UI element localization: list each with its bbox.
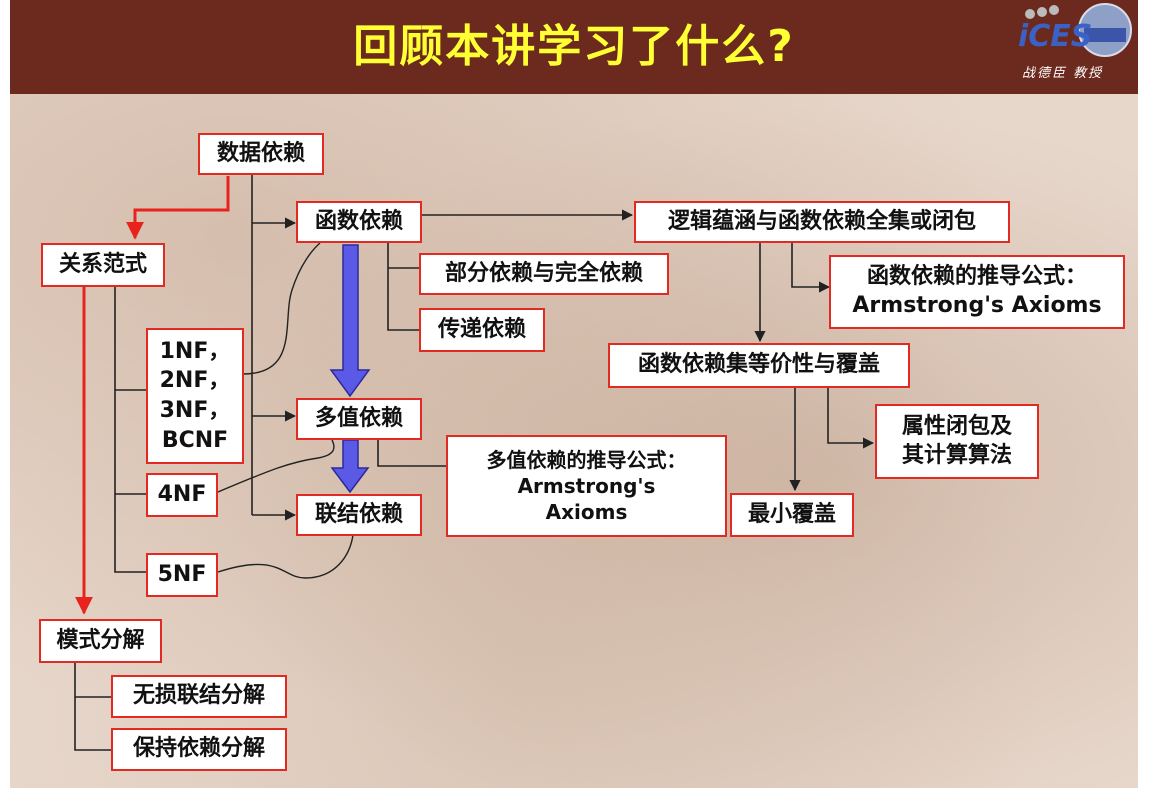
slide-background: 回顾本讲学习了什么? iCES 战德臣 教授 bbox=[10, 0, 1138, 788]
node-data-dependency: 数据依赖 bbox=[198, 133, 324, 175]
node-join-dependency: 联结依赖 bbox=[296, 494, 422, 536]
node-logical-implication: 逻辑蕴涵与函数依赖全集或闭包 bbox=[634, 201, 1010, 243]
node-attribute-closure: 属性闭包及 其计算算法 bbox=[875, 404, 1039, 479]
node-dependency-preserving-decomposition: 保持依赖分解 bbox=[111, 728, 287, 771]
node-minimal-cover: 最小覆盖 bbox=[730, 493, 854, 537]
association-curve bbox=[217, 439, 335, 493]
node-functional-dependency: 函数依赖 bbox=[296, 201, 422, 243]
node-relational-normal-forms: 关系范式 bbox=[41, 243, 165, 287]
node-multivalued-dependency: 多值依赖 bbox=[296, 398, 422, 440]
node-partial-full-dependency: 部分依赖与完全依赖 bbox=[419, 253, 669, 295]
header-bar: 回顾本讲学习了什么? iCES 战德臣 教授 bbox=[10, 0, 1138, 94]
node-5nf: 5NF bbox=[146, 553, 218, 597]
blue-block-arrow bbox=[329, 244, 371, 398]
connector-line bbox=[827, 388, 875, 449]
node-schema-decomposition: 模式分解 bbox=[39, 619, 162, 663]
connector-line bbox=[114, 287, 146, 573]
blue-block-arrow bbox=[330, 439, 370, 494]
association-curve bbox=[242, 242, 321, 375]
svg-text:iCES: iCES bbox=[1018, 19, 1092, 54]
connector-line bbox=[791, 243, 831, 293]
node-fd-armstrong-axioms: 函数依赖的推导公式： Armstrong's Axioms bbox=[829, 255, 1125, 329]
node-mvd-armstrong-axioms: 多值依赖的推导公式： Armstrong's Axioms bbox=[446, 435, 727, 537]
author-label: 战德臣 教授 bbox=[1022, 66, 1104, 81]
association-curve bbox=[217, 534, 354, 579]
connector-line bbox=[74, 663, 111, 751]
node-lossless-join-decomposition: 无损联结分解 bbox=[111, 675, 287, 718]
node-normal-forms-list: 1NF， 2NF， 3NF， BCNF bbox=[146, 328, 244, 464]
node-4nf: 4NF bbox=[146, 473, 218, 517]
connector-line bbox=[377, 440, 446, 467]
node-fd-equivalence-cover: 函数依赖集等价性与覆盖 bbox=[608, 343, 910, 388]
ices-logo-icon: iCES bbox=[1018, 3, 1132, 57]
page-title: 回顾本讲学习了什么? bbox=[353, 21, 795, 72]
connector-line bbox=[387, 243, 419, 331]
red-arrow bbox=[126, 176, 230, 240]
node-transitive-dependency: 传递依赖 bbox=[419, 308, 545, 352]
